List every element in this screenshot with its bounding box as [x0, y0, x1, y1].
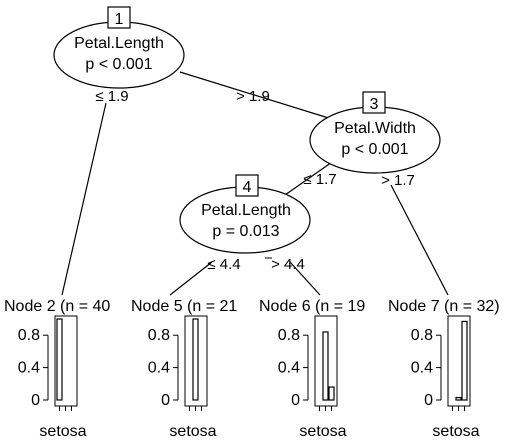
inner-node-4: 4 Petal.Length p = 0.013: [179, 174, 311, 254]
inner-node-3: 3 Petal.Width p < 0.001: [309, 91, 441, 174]
y-tick-label: 0.8: [278, 327, 300, 344]
edge-3-7: [390, 184, 449, 296]
node-id-label: 1: [115, 11, 124, 28]
bar: [56, 318, 63, 401]
y-tick-label: 0: [424, 392, 433, 409]
split-label-3-right: > 1.7: [381, 172, 415, 189]
category-label: setosa: [169, 423, 216, 440]
edge-4-6: [289, 261, 321, 296]
bar: [192, 318, 199, 401]
p-value-label: p = 0.013: [212, 223, 279, 240]
y-tick-label: 0: [291, 392, 300, 409]
split-label-4-left: ≤ 4.4: [207, 256, 240, 273]
category-label: setosa: [432, 423, 479, 440]
bar: [461, 320, 468, 401]
category-label: setosa: [299, 423, 346, 440]
inner-node-1: 1 Petal.Length p < 0.001: [53, 6, 185, 89]
split-variable-label: Petal.Width: [334, 120, 416, 137]
y-tick-label: 0.8: [148, 327, 170, 344]
bar: [322, 331, 329, 401]
y-tick-label: 0.4: [18, 360, 40, 377]
y-tick-label: 0.4: [411, 360, 433, 377]
bar: [328, 386, 335, 401]
p-value-label: p < 0.001: [85, 56, 152, 73]
terminal-node-title: Node 6 (n = 19: [259, 298, 365, 315]
node-id-label: 4: [243, 179, 252, 196]
p-value-label: p < 0.001: [341, 141, 408, 158]
terminal-node-title: Node 7 (n = 32): [388, 298, 500, 315]
terminal-node-title: Node 2 (n = 40: [4, 298, 110, 315]
split-variable-label: Petal.Length: [201, 202, 291, 219]
y-tick-label: 0.4: [278, 360, 300, 377]
node-id-label: 3: [370, 96, 379, 113]
category-label: setosa: [39, 423, 86, 440]
y-tick-label: 0.8: [411, 327, 433, 344]
edge-3-4: [284, 159, 336, 196]
split-label-1-left: ≤ 1.9: [95, 88, 128, 105]
y-tick-label: 0.4: [148, 360, 170, 377]
terminal-node-title: Node 5 (n = 21: [131, 298, 237, 315]
split-label-3-left: ≤ 1.7: [303, 171, 336, 188]
y-tick-label: 0.8: [18, 327, 40, 344]
split-variable-label: Petal.Length: [74, 35, 164, 52]
y-tick-label: 0: [31, 392, 40, 409]
edge-1-3: [179, 71, 336, 121]
y-tick-label: 0: [161, 392, 170, 409]
bar: [455, 396, 462, 401]
split-label-4-right: > 4.4: [271, 256, 305, 273]
split-label-1-right: > 1.9: [236, 88, 270, 105]
edge-1-2: [61, 102, 107, 296]
edge-4-5: [169, 261, 213, 296]
